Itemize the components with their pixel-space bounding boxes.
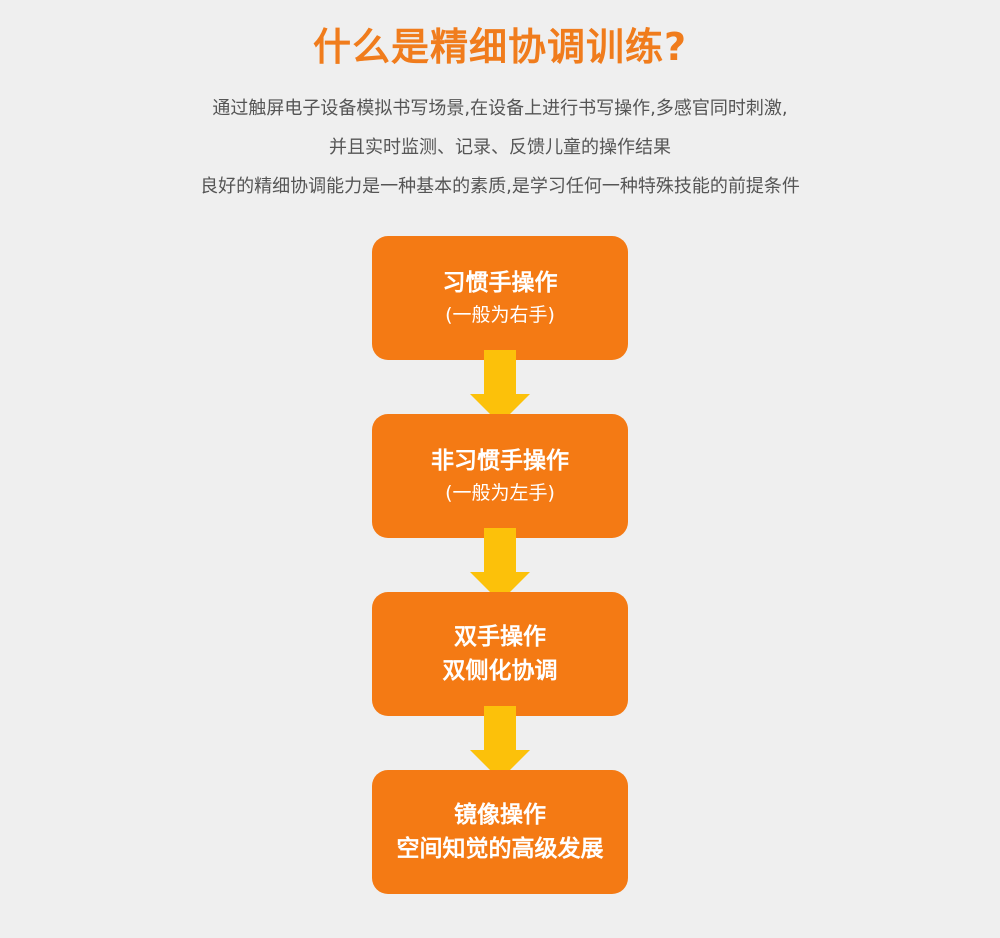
flow-step-4: 镜像操作 空间知觉的高级发展 — [372, 770, 628, 894]
step-subtitle: (一般为左手) — [445, 482, 555, 504]
step-title: 习惯手操作 — [442, 270, 558, 296]
flow-step-1: 习惯手操作 (一般为右手) — [372, 236, 628, 360]
step-subtitle: 双侧化协调 — [442, 658, 558, 684]
down-arrow-icon — [470, 350, 530, 424]
flow-step-2: 非习惯手操作 (一般为左手) — [372, 414, 628, 538]
flow-step-3: 双手操作 双侧化协调 — [372, 592, 628, 716]
step-title: 镜像操作 — [454, 802, 546, 828]
down-arrow-icon — [470, 706, 530, 780]
page-title: 什么是精细协调训练? — [312, 25, 688, 69]
step-title: 非习惯手操作 — [431, 448, 569, 474]
description-line-3: 良好的精细协调能力是一种基本的素质,是学习任何一种特殊技能的前提条件 — [200, 176, 800, 197]
down-arrow-icon — [470, 528, 530, 602]
description-line-1: 通过触屏电子设备模拟书写场景,在设备上进行书写操作,多感官同时刺激, — [212, 98, 788, 119]
step-subtitle: 空间知觉的高级发展 — [396, 836, 604, 862]
step-title: 双手操作 — [454, 624, 546, 650]
description-line-2: 并且实时监测、记录、反馈儿童的操作结果 — [329, 137, 671, 158]
step-subtitle: (一般为右手) — [445, 304, 555, 326]
